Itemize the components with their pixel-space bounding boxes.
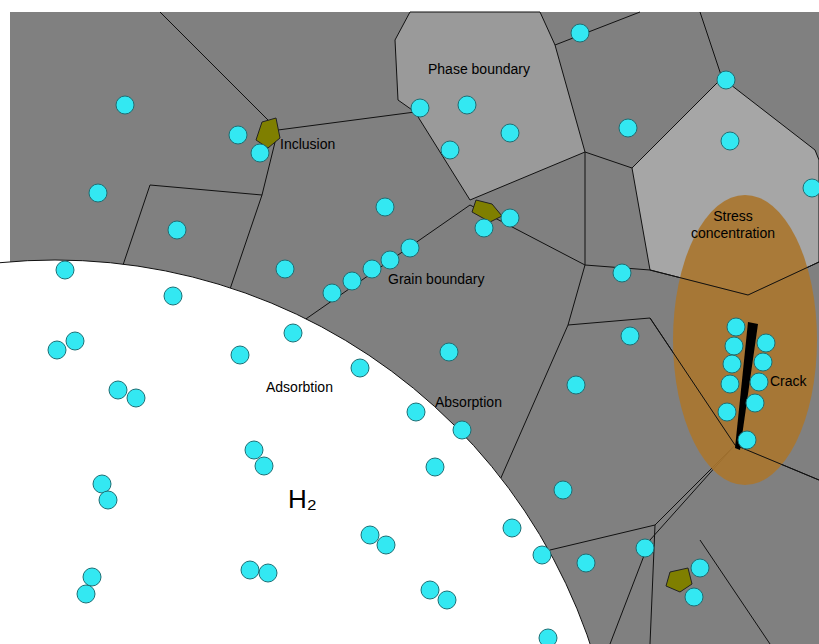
hydrogen-atom: [533, 546, 551, 564]
hydrogen-atom: [401, 239, 419, 257]
hydrogen-atom: [501, 209, 519, 227]
hydrogen-atom: [407, 403, 425, 421]
hydrogen-atoms: [48, 24, 819, 644]
hydrogen-atom: [93, 475, 111, 493]
hydrogen-atom: [116, 96, 134, 114]
phase-grain: [395, 12, 585, 200]
hydrogen-atom: [757, 334, 775, 352]
hydrogen-atom: [458, 96, 476, 114]
hydrogen-atom: [343, 272, 361, 290]
grain-boundary-line: [650, 318, 819, 480]
region-label: Absorption: [435, 394, 502, 411]
hydrogen-atom: [251, 144, 269, 162]
hydrogen-atom: [109, 381, 127, 399]
hydrogen-atom: [619, 119, 637, 137]
hydrogen-atom: [567, 376, 585, 394]
hydrogen-atom: [56, 261, 74, 279]
hydrogen-atom: [245, 441, 263, 459]
hydrogen-atom: [723, 355, 741, 373]
region-label: Adsorbtion: [266, 379, 333, 396]
hydrogen-atom: [721, 375, 739, 393]
hydrogen-atom: [99, 491, 117, 509]
hydrogen-atom: [613, 264, 631, 282]
hydrogen-atom: [363, 260, 381, 278]
hydrogen-atom: [738, 431, 756, 449]
hydrogen-atom: [376, 198, 394, 216]
hydrogen-atom: [48, 341, 66, 359]
hydrogen-atom: [621, 327, 639, 345]
hydrogen-atom: [539, 629, 557, 644]
hydrogen-atom: [750, 373, 768, 391]
hydrogen-atom: [426, 458, 444, 476]
hydrogen-atom: [441, 141, 459, 159]
hydrogen-atom: [77, 585, 95, 603]
hydrogen-atom: [164, 287, 182, 305]
hydrogen-atom: [89, 184, 107, 202]
hydrogen-atom: [377, 536, 395, 554]
hydrogen-atom: [351, 359, 369, 377]
hydrogen-atom: [691, 559, 709, 577]
hydrogen-atom: [571, 24, 589, 42]
hydrogen-atom: [503, 519, 521, 537]
hydrogen-atom: [453, 421, 471, 439]
hydrogen-atom: [438, 591, 456, 609]
hydrogen-atom: [746, 394, 764, 412]
hydrogen-atom: [361, 526, 379, 544]
hydrogen-atom: [241, 561, 259, 579]
hydrogen-atom: [255, 457, 273, 475]
hydrogen-atom: [636, 539, 654, 557]
hydrogen-atom: [501, 124, 519, 142]
hydrogen-atom: [83, 568, 101, 586]
hydrogen-atom: [725, 337, 743, 355]
region-label: Inclusion: [280, 136, 335, 153]
hydrogen-atom: [323, 284, 341, 302]
hydrogen-atom: [66, 332, 84, 350]
hydrogen-atom: [381, 251, 399, 269]
hydrogen-atom: [259, 564, 277, 582]
hydrogen-atom: [411, 99, 429, 117]
hydrogen-atom: [231, 346, 249, 364]
region-label: Grain boundary: [388, 271, 485, 288]
hydrogen-atom: [440, 343, 458, 361]
stress-zone: [673, 195, 817, 485]
hydrogen-atom: [727, 318, 745, 336]
region-label: Crack: [770, 373, 807, 390]
hydrogen-atom: [803, 179, 819, 197]
hydrogen-atom: [754, 353, 772, 371]
hydrogen-atom: [685, 588, 703, 606]
hydrogen-atom: [421, 581, 439, 599]
hydrogen-atom: [717, 71, 735, 89]
hydrogen-atom: [168, 221, 186, 239]
hydrogen-atom: [229, 126, 247, 144]
hydrogen-gas-region: [0, 260, 620, 644]
region-label: Phase boundary: [428, 61, 530, 78]
hydrogen-atom: [127, 389, 145, 407]
hydrogen-atom: [721, 132, 739, 150]
hydrogen-atom: [276, 260, 294, 278]
region-label: Stress concentration: [677, 208, 789, 242]
hydrogen-atom: [554, 481, 572, 499]
hydrogen-atom: [718, 403, 736, 421]
hydrogen-atom: [577, 554, 595, 572]
region-label: H₂: [288, 484, 317, 515]
hydrogen-atom: [475, 219, 493, 237]
grain-boundary-line: [650, 262, 819, 295]
hydrogen-atom: [284, 324, 302, 342]
